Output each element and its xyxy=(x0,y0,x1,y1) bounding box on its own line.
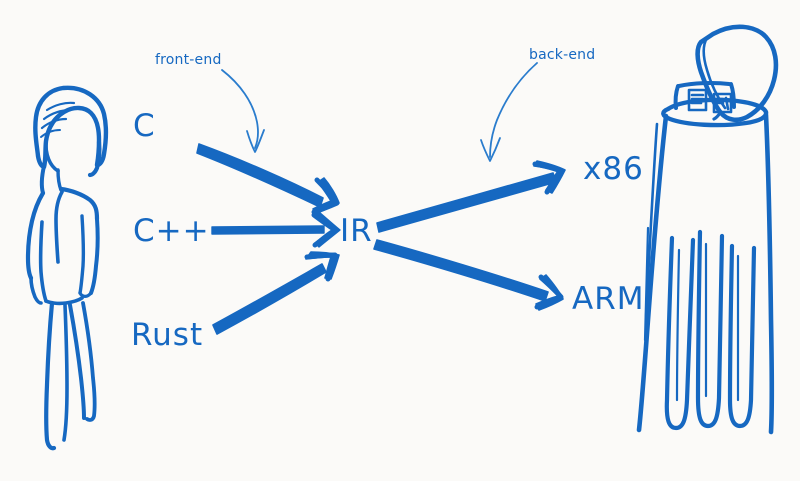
trash-can-sketch xyxy=(636,24,779,435)
person-sketch xyxy=(25,85,109,451)
node-label-rust: Rust xyxy=(131,317,204,353)
ir-to-x86-arrow xyxy=(376,160,566,233)
ir-to-arm-arrow xyxy=(373,239,564,311)
annotation-label-back-end: back-end xyxy=(529,47,596,63)
cpp-to-ir-arrow xyxy=(211,211,341,248)
node-label-cpp: C++ xyxy=(133,213,210,249)
back-end-annotation-arrow xyxy=(480,62,538,162)
node-label-c: C xyxy=(133,108,156,144)
node-label-ir: IR xyxy=(340,213,373,249)
node-label-x86: x86 xyxy=(583,151,644,187)
c-to-ir-arrow xyxy=(196,143,340,215)
front-end-annotation-arrow xyxy=(221,69,265,153)
rust-to-ir-arrow xyxy=(212,251,340,335)
annotation-label-front-end: front-end xyxy=(155,52,222,68)
node-label-arm: ARM xyxy=(572,281,645,317)
